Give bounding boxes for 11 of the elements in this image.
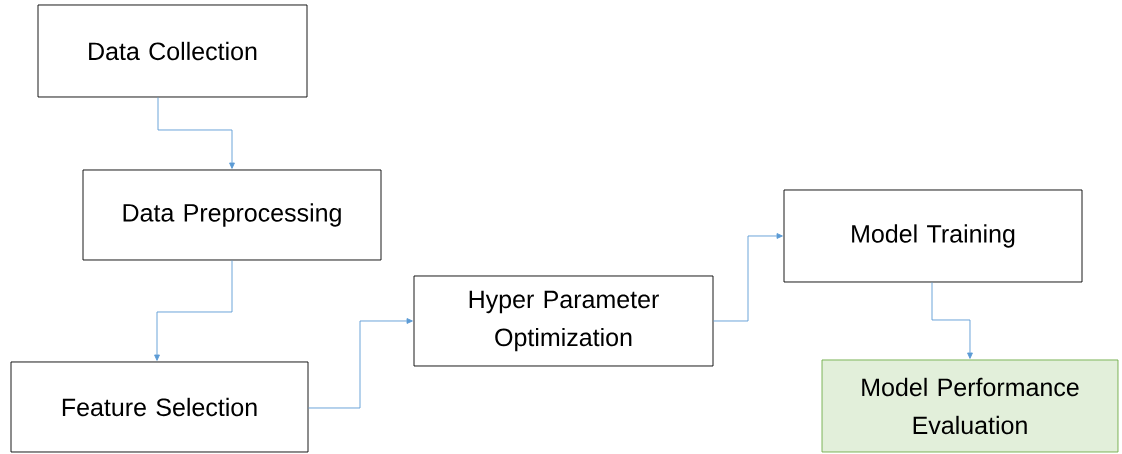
process-box: Data Collection (37, 4, 308, 98)
arrow (308, 318, 413, 409)
process-box: Feature Selection (10, 361, 309, 453)
arrow (154, 260, 233, 361)
arrow (713, 233, 783, 322)
process-box: Model Performance Evaluation (821, 359, 1119, 453)
process-box: Model Training (783, 189, 1083, 283)
process-box: Data Preprocessing (82, 169, 382, 261)
process-box: Hyper Parameter Optimization (413, 275, 714, 367)
arrow (157, 97, 235, 169)
arrow (931, 282, 973, 359)
